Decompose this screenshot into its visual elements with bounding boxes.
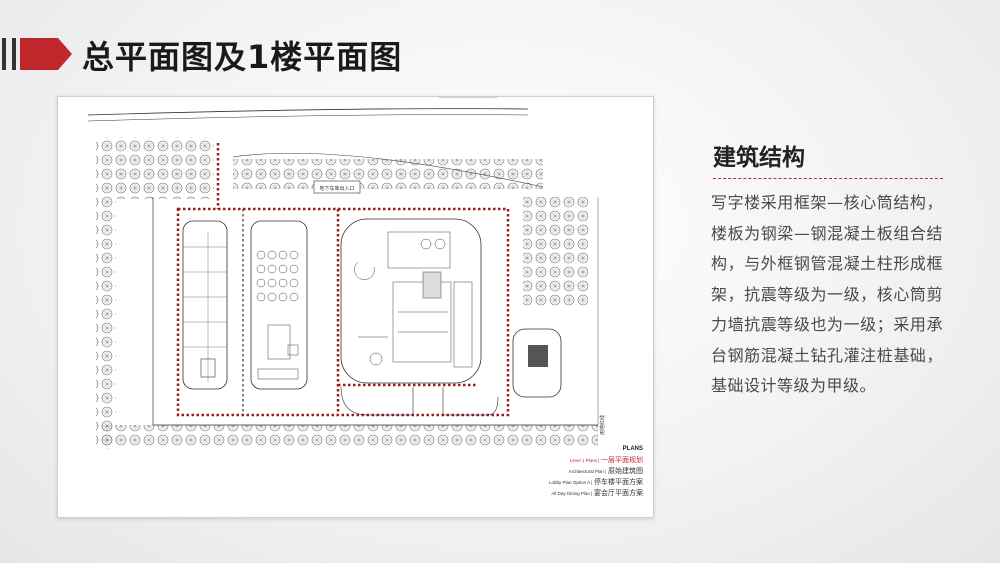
tree-belt-bottom: [98, 425, 598, 447]
title-bar-stripe: [2, 38, 6, 70]
legend-item: All Day Dining Plan | 宴会厅平面方案: [551, 489, 643, 497]
page-title: 总平面图及1楼平面图: [82, 38, 403, 76]
legend-item: Level 1 Plans | 一层平面规划: [569, 456, 643, 464]
legend-heading: PLANS: [622, 446, 643, 452]
entrance-marker: [313, 180, 361, 194]
plan-legend: PLANS Level 1 Plans | 一层平面规划 Architectur…: [549, 446, 643, 499]
section-body-text: 写字楼采用框架—核心筒结构，楼板为钢梁—钢混凝土板组合结构，与外框钢管混凝土柱形…: [711, 193, 943, 395]
tree-row-top: [233, 159, 543, 189]
tree-belt-left: [96, 137, 116, 449]
plaza-boundary: [340, 386, 414, 416]
site-plan-graphic: 地下车库出入口: [87, 97, 606, 449]
tree-belt-top-left: [116, 137, 214, 199]
title-bar: 总平面图及1楼平面图: [0, 30, 600, 76]
plan-side-label: 用地红线: [599, 415, 606, 435]
legend-item: Architectural Plan | 原始建筑图: [568, 467, 643, 475]
site-plan-drawing: 地下车库出入口: [57, 96, 654, 518]
office-tower-plan: [340, 218, 482, 384]
legend-item: Lobby Plan Option A | 停车楼平面方案: [549, 478, 643, 486]
title-bar-stripe: [12, 38, 16, 70]
section-title: 建筑结构: [713, 145, 805, 171]
tree-cluster-right: [523, 197, 588, 307]
title-arrow-icon: [20, 38, 72, 70]
entrance-label: 地下车库出入口: [319, 185, 354, 192]
site-boundary-red: [176, 143, 510, 417]
section-divider: [713, 178, 943, 179]
parking-building-a: [182, 220, 228, 390]
banquet-building: [250, 220, 308, 390]
